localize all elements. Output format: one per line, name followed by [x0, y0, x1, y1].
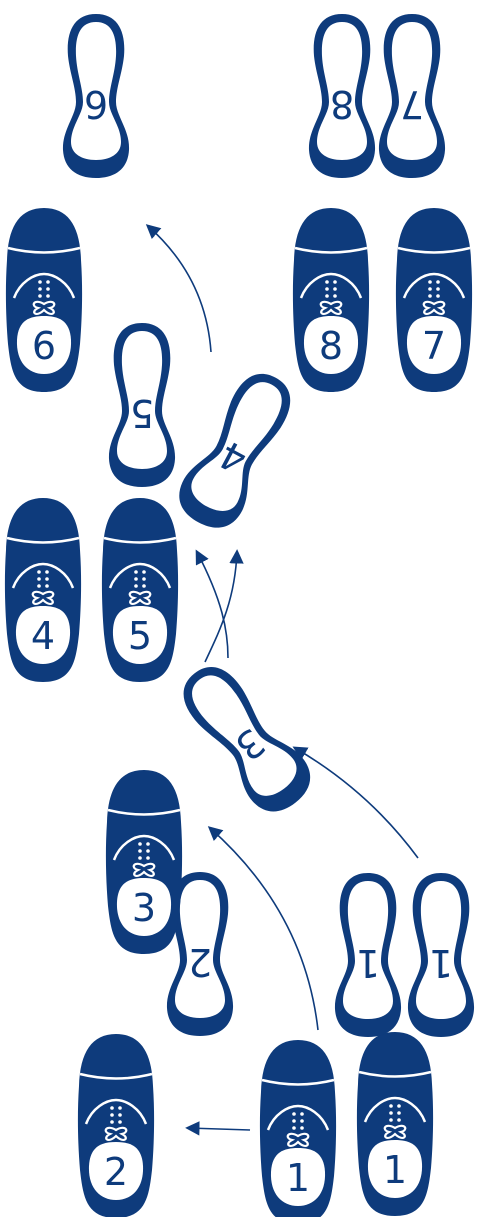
sole-4: 4 — [169, 362, 304, 538]
sole-8: 8 — [309, 14, 375, 178]
shoe-6: 6 — [6, 208, 82, 392]
sole-3: 3 — [168, 653, 321, 823]
arrow-1-to-2 — [188, 1128, 250, 1130]
sole-5: 5 — [109, 323, 175, 487]
svg-text:6: 6 — [84, 82, 108, 126]
svg-text:1: 1 — [429, 941, 453, 985]
svg-text:7: 7 — [400, 82, 424, 126]
svg-text:1: 1 — [286, 1156, 310, 1200]
shoe-1-left: 1 — [260, 1040, 336, 1217]
svg-text:3: 3 — [132, 886, 156, 930]
svg-text:8: 8 — [319, 324, 343, 368]
sole-1-right: 1 — [408, 873, 474, 1037]
svg-text:4: 4 — [31, 614, 55, 658]
svg-text:1: 1 — [383, 1148, 407, 1192]
sole-7: 7 — [379, 14, 445, 178]
shoe-1-right: 1 — [357, 1032, 433, 1216]
shoe-5: 5 — [102, 498, 178, 682]
sole-1-left: 1 — [335, 873, 401, 1037]
svg-text:2: 2 — [104, 1150, 128, 1194]
shoe-2: 2 — [78, 1034, 154, 1217]
svg-text:5: 5 — [128, 614, 152, 658]
svg-text:8: 8 — [330, 82, 354, 126]
arrow-3-to-4 — [197, 552, 228, 658]
shoe-3: 3 — [106, 770, 182, 954]
shoe-7: 7 — [396, 208, 472, 392]
svg-text:6: 6 — [32, 324, 56, 368]
arrow-1-to-3-follow — [295, 748, 418, 858]
sole-6: 6 — [63, 14, 129, 178]
svg-text:5: 5 — [130, 391, 154, 435]
shoe-8: 8 — [293, 208, 369, 392]
svg-text:7: 7 — [422, 324, 446, 368]
shoe-4: 4 — [5, 498, 81, 682]
svg-text:1: 1 — [356, 941, 380, 985]
svg-text:2: 2 — [188, 940, 212, 984]
